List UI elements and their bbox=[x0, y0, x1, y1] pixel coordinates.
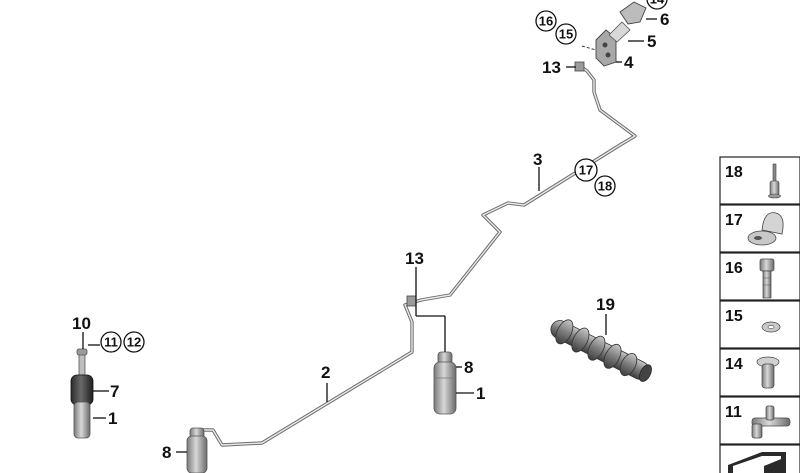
tee-connector-icon bbox=[751, 405, 791, 439]
legend-number: 11 bbox=[725, 404, 742, 421]
callout-11-left-circle bbox=[100, 331, 122, 353]
callout-12-circle bbox=[123, 331, 145, 353]
callout-8-mid: 8 bbox=[464, 358, 473, 377]
callout-19: 19 bbox=[596, 295, 615, 314]
left-damper bbox=[70, 348, 94, 439]
legend-cell bbox=[719, 300, 800, 349]
callout-2: 2 bbox=[321, 363, 330, 382]
callout-15-top-circle bbox=[555, 23, 577, 45]
callout-17-main: 17 bbox=[579, 163, 593, 178]
leader-lines bbox=[82, 18, 657, 453]
legend-number: 14 bbox=[725, 356, 743, 373]
callout-1-left: 1 bbox=[108, 409, 117, 428]
callout-15-top: 15 bbox=[559, 27, 573, 42]
callout-12: 12 bbox=[127, 335, 141, 350]
callout-8-bottom: 8 bbox=[162, 443, 171, 462]
callout-16-top: 16 bbox=[539, 14, 553, 29]
legend-cell bbox=[719, 348, 800, 397]
callout-3: 3 bbox=[533, 150, 542, 169]
washer-icon bbox=[761, 321, 781, 333]
callout-11-left: 11 bbox=[104, 335, 118, 350]
callout-5: 5 bbox=[647, 32, 656, 51]
expanding-rivet-icon bbox=[756, 356, 780, 389]
callout-1-mid: 1 bbox=[476, 384, 485, 403]
callout-13-top: 13 bbox=[542, 58, 561, 77]
callout-6: 6 bbox=[660, 10, 669, 29]
callout-7: 7 bbox=[110, 382, 119, 401]
line-assembly bbox=[198, 61, 637, 447]
legend-number: 18 bbox=[725, 164, 743, 181]
top-bracket bbox=[581, 1, 647, 67]
callout-18-main: 18 bbox=[598, 179, 612, 194]
legend-number: 16 bbox=[725, 260, 743, 277]
legend-number: 17 bbox=[725, 212, 743, 229]
legend-number: 15 bbox=[725, 308, 743, 325]
callout-16-top-circle bbox=[535, 10, 557, 32]
callout-4: 4 bbox=[624, 53, 634, 72]
callout-13-mid: 13 bbox=[405, 249, 424, 268]
legend-panel: 18 17 16 15 14 11 bbox=[719, 156, 800, 473]
callout-17-main-circle bbox=[574, 158, 598, 182]
bottom-connector bbox=[186, 427, 208, 473]
middle-damper bbox=[433, 351, 457, 415]
callout-10: 10 bbox=[72, 314, 91, 333]
callout-18-main-circle bbox=[594, 175, 616, 197]
legend-cell bbox=[719, 156, 800, 205]
callout-14-top-circle bbox=[646, 0, 668, 10]
rivet-icon bbox=[768, 163, 781, 199]
pipe-clip-icon bbox=[747, 212, 784, 246]
hex-socket-bolt-icon bbox=[759, 258, 775, 299]
repair-kit-icon bbox=[728, 452, 786, 473]
callout-14-top: 14 bbox=[650, 0, 665, 7]
hose bbox=[550, 319, 652, 382]
